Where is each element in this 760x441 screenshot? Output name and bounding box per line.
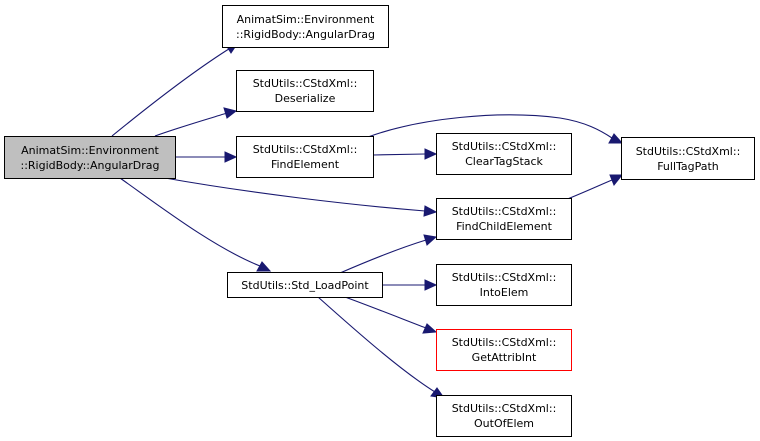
- node-label-line2: IntoElem: [479, 286, 529, 299]
- edge-root-to-deserialize: [154, 112, 228, 137]
- node-label-line2: ::RigidBody::AngularDrag: [20, 158, 160, 172]
- edge-root-to-std-load-point: [119, 177, 261, 267]
- edge-root-to-find-child-element: [164, 177, 426, 212]
- edge-arrowhead: [423, 205, 438, 217]
- edge-std-load-point-to-out-of-elem: [317, 296, 436, 393]
- node-label-line1: StdUtils::CStdXml::: [252, 77, 358, 90]
- node-label-line2: FindChildElement: [456, 220, 552, 233]
- node-label-line1: StdUtils::CStdXml::: [252, 143, 358, 156]
- edge-arrowhead: [256, 261, 272, 272]
- edge-arrowhead: [422, 323, 438, 334]
- node-label-line2: OutOfElem: [474, 417, 534, 430]
- edge-std-load-point-to-get-attrib-int: [344, 296, 427, 329]
- edge-find-element-to-full-tag-path: [367, 114, 613, 139]
- node-into-elem[interactable]: StdUtils::CStdXml:: IntoElem: [436, 264, 572, 306]
- node-label-line2: GetAttribInt: [471, 351, 537, 364]
- node-root-angular-drag: AnimatSim::Environment ::RigidBody::Angu…: [4, 136, 176, 179]
- edge-arrowhead: [223, 107, 238, 119]
- node-label-line1: AnimatSim::Environment: [21, 143, 159, 157]
- node-label-line1: StdUtils::CStdXml::: [635, 144, 741, 158]
- node-find-element[interactable]: StdUtils::CStdXml:: FindElement: [236, 136, 374, 178]
- edge-arrowhead: [609, 174, 624, 186]
- node-label-line1: StdUtils::Std_LoadPoint: [241, 278, 369, 292]
- node-find-child-element[interactable]: StdUtils::CStdXml:: FindChildElement: [436, 198, 572, 240]
- node-label-line1: StdUtils::CStdXml::: [451, 402, 557, 415]
- edge-arrowhead: [608, 133, 624, 144]
- node-clear-tag-stack[interactable]: StdUtils::CStdXml:: ClearTagStack: [436, 133, 572, 175]
- node-get-attrib-int[interactable]: StdUtils::CStdXml:: GetAttribInt: [436, 329, 572, 371]
- node-std-load-point[interactable]: StdUtils::Std_LoadPoint: [227, 272, 383, 298]
- edge-arrowhead: [224, 151, 238, 163]
- node-deserialize[interactable]: StdUtils::CStdXml:: Deserialize: [236, 70, 374, 112]
- node-label-line2: ClearTagStack: [465, 155, 543, 168]
- node-environment-angular-drag[interactable]: AnimatSim::Environment ::RigidBody::Angu…: [222, 5, 389, 48]
- node-label-line2: FindElement: [270, 158, 340, 171]
- edge-std-load-point-to-find-child-element: [339, 239, 427, 274]
- node-label-line2: FullTagPath: [657, 159, 719, 173]
- node-full-tag-path[interactable]: StdUtils::CStdXml:: FullTagPath: [621, 137, 755, 180]
- edge-find-child-element-to-full-tag-path: [564, 179, 613, 201]
- edge-root-to-angular-drag: [111, 46, 233, 137]
- node-label-line1: StdUtils::CStdXml::: [451, 336, 557, 349]
- node-label-line1: StdUtils::CStdXml::: [451, 140, 557, 153]
- node-label-line2: Deserialize: [274, 92, 336, 105]
- edge-arrowhead: [424, 279, 438, 291]
- node-label-line1: StdUtils::CStdXml::: [451, 271, 557, 284]
- edge-arrowhead: [424, 148, 438, 160]
- edge-find-element-to-clear-tag-stack: [372, 153, 426, 156]
- node-label-line1: AnimatSim::Environment: [236, 12, 375, 26]
- edge-arrowhead: [423, 234, 438, 246]
- node-label-line1: StdUtils::CStdXml::: [451, 205, 557, 218]
- node-label-line2: ::RigidBody::AngularDrag: [236, 27, 375, 41]
- node-out-of-elem[interactable]: StdUtils::CStdXml:: OutOfElem: [436, 395, 572, 437]
